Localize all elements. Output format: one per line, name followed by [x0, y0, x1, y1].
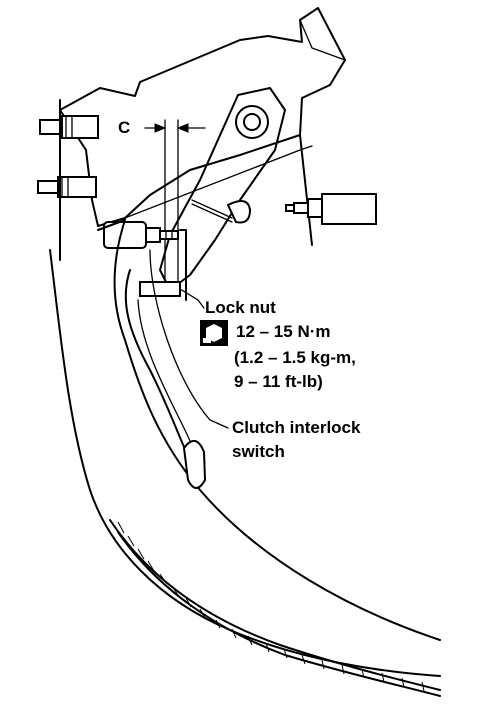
clutch-interlock-switch: [103, 221, 187, 301]
lock-nut-leader: [179, 288, 205, 309]
pedal-bracket: [59, 7, 346, 227]
switch-leader: [149, 249, 229, 429]
lock-nut: [139, 281, 181, 297]
dimension-c: [144, 119, 206, 291]
lock-nut-label: Lock nut: [205, 298, 276, 317]
torque-ftlb: 9 – 11 ft-lb): [234, 372, 323, 391]
dimension-c-label: C: [118, 118, 131, 137]
pedal-pad: [182, 440, 207, 489]
pedal-arm-plate: [159, 87, 286, 291]
lever-hatching: [117, 521, 425, 692]
return-spring: [191, 199, 252, 224]
torque-wrench-nut-icon: [200, 320, 228, 346]
bolt-lower: [37, 176, 97, 198]
switch-label-line2: switch: [232, 442, 285, 461]
pedal-lever: [49, 219, 441, 697]
switch-label-line1: Clutch interlock: [232, 418, 361, 437]
torque-value: 12 – 15 N·m: [236, 322, 331, 341]
bolt-upper: [39, 115, 99, 139]
stop-lamp-switch: [285, 134, 377, 246]
torque-kgm: (1.2 – 1.5 kg-m,: [234, 348, 356, 367]
